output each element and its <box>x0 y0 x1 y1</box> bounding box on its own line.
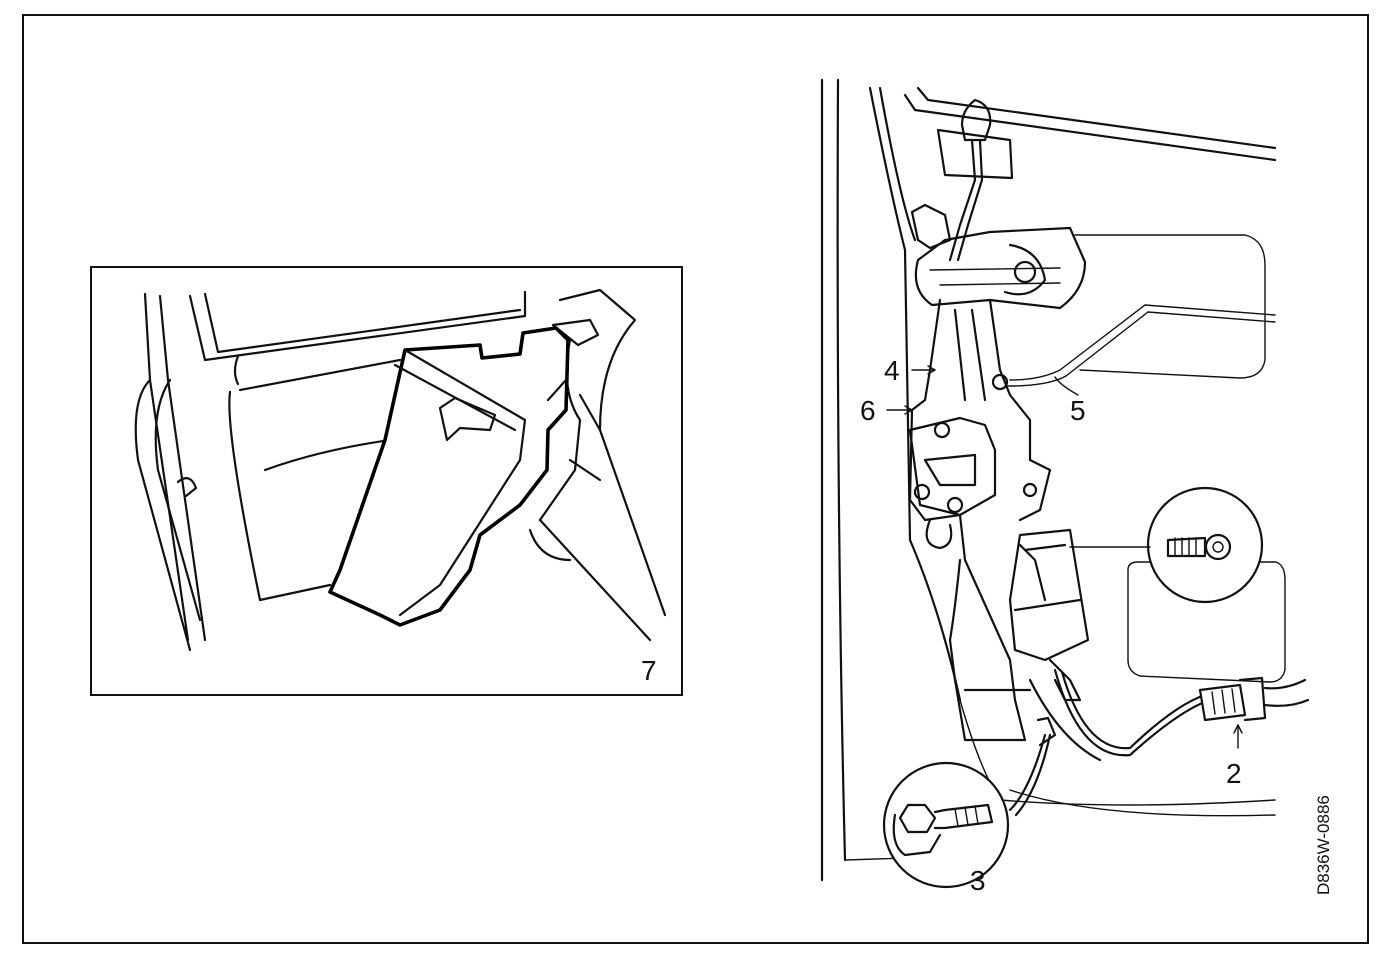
inset-panel: 7 <box>90 266 683 696</box>
screw-detail <box>1069 486 1264 604</box>
door-panel-removal-illustration <box>134 288 667 652</box>
callout-leaders <box>886 365 1243 749</box>
bolt-detail <box>882 733 1052 889</box>
callout-5: 5 <box>1070 395 1086 426</box>
bolt-icon <box>892 803 994 857</box>
callout-2: 2 <box>1226 758 1242 789</box>
drawing-code: D836W-0886 <box>1314 795 1333 895</box>
callout-3: 3 <box>970 865 986 896</box>
callout-4: 4 <box>884 355 900 386</box>
page-frame <box>22 14 1369 944</box>
door-lock-assembly-illustration <box>820 78 1286 882</box>
screw-icon <box>1166 533 1232 561</box>
inset-figure-number: 7 <box>641 655 657 686</box>
connector-icon <box>1198 676 1310 722</box>
callout-6: 6 <box>860 395 876 426</box>
